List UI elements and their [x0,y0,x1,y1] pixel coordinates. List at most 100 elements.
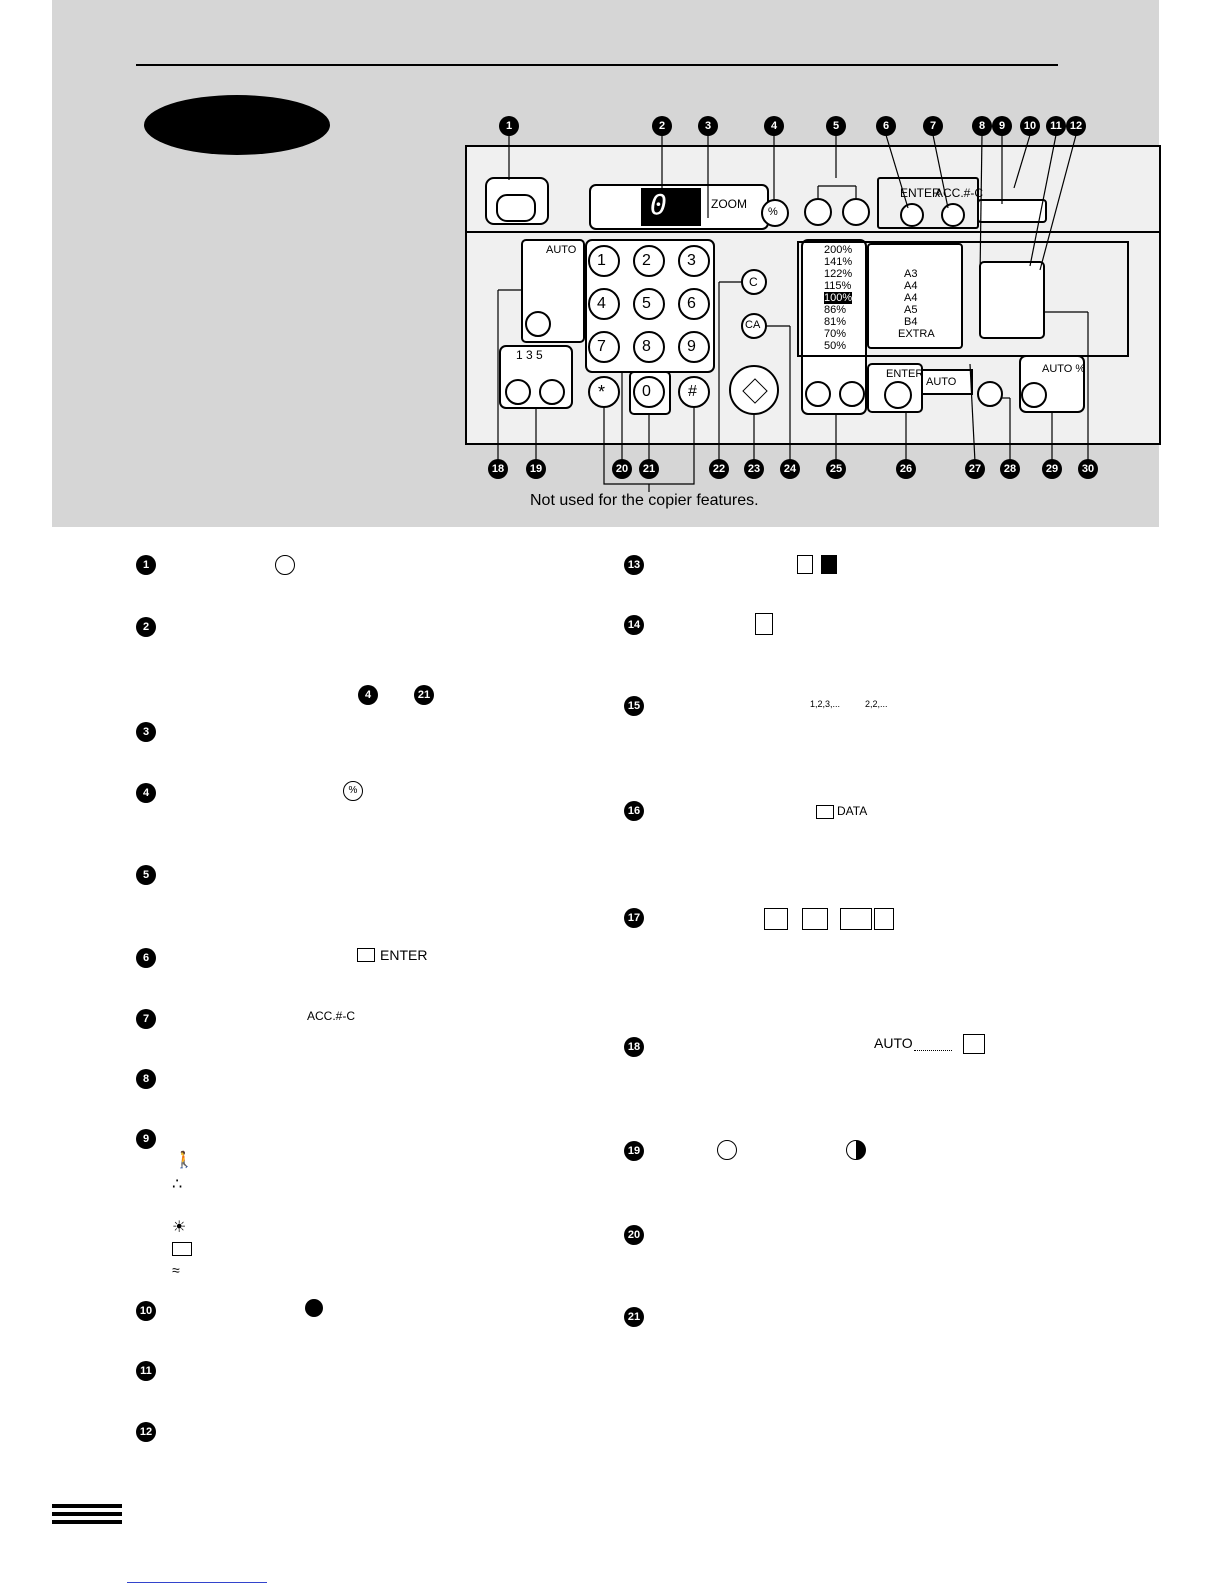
desc-marker-7: 7 [136,1009,156,1029]
exposure-scale: 1 3 5 [516,348,543,362]
desc-marker-12: 12 [136,1422,156,1442]
maintenance-icon: ☀ [172,1219,187,1236]
data-key-icon [816,805,834,819]
key-0[interactable]: 0 [642,383,651,400]
ratio-86: 86% [824,304,847,316]
marker-20: 20 [612,459,632,479]
not-used-note: Not used for the copier features. [530,492,759,509]
text-exposure-icon [914,1038,952,1051]
ratio-115: 115% [824,280,852,292]
marker-29: 29 [1042,459,1062,479]
paper-enter-label: ENTER [886,368,924,380]
ratio-50: 50% [824,340,847,352]
marker-7: 7 [923,116,943,136]
four-in-one-result-icon [874,908,894,930]
clear-all-key[interactable]: CA [745,319,761,331]
four-in-one-icon [840,908,872,930]
key-hash[interactable]: # [688,383,697,400]
desc-marker-17: 17 [624,908,644,928]
key-1[interactable]: 1 [597,252,606,269]
paper-a4-r: A4 [904,292,918,304]
marker-23: 23 [744,459,764,479]
clear-key[interactable]: C [749,275,758,289]
key-star[interactable]: * [598,382,606,402]
toner-icon: ∴ [172,1176,183,1193]
desc-auto-label: AUTO [874,1035,913,1051]
marker-12: 12 [1066,116,1086,136]
desc-marker-6: 6 [136,948,156,968]
marker-26: 26 [896,459,916,479]
marker-1: 1 [499,116,519,136]
desc-marker-21: 21 [624,1307,644,1327]
ratio-122: 122% [824,268,853,280]
desc-marker-16: 16 [624,801,644,821]
key-2[interactable]: 2 [642,252,651,269]
paper-a3: A3 [904,268,918,280]
ratio-81: 81% [824,316,847,328]
key-6[interactable]: 6 [687,295,696,312]
account-clear-key-label: ACC.#-C [935,186,984,200]
marker-4: 4 [764,116,784,136]
desc-marker-9: 9 [136,1129,156,1149]
marker-27: 27 [965,459,985,479]
key-8[interactable]: 8 [642,338,651,355]
marker-11: 11 [1046,116,1066,136]
marker-25: 25 [826,459,846,479]
desc-marker-14: 14 [624,615,644,635]
data-key-label: DATA [837,804,868,818]
key-7[interactable]: 7 [597,338,606,355]
marker-6: 6 [876,116,896,136]
two-in-one-icon [764,908,788,930]
paper-icon [357,948,375,962]
key-3[interactable]: 3 [687,252,696,269]
zoom-indicator-label: ZOOM [711,197,747,211]
misfeed-icon: 🚶 [174,1152,194,1169]
desc-marker-3: 3 [136,722,156,742]
marker-19: 19 [526,459,546,479]
marker-5: 5 [826,116,846,136]
marker-9: 9 [992,116,1012,136]
marker-28: 28 [1000,459,1020,479]
marker-3: 3 [698,116,718,136]
footer-underline [127,1582,267,1583]
key-4[interactable]: 4 [597,295,606,312]
section-oval-badge [144,95,330,155]
desc-marker-18: 18 [624,1037,644,1057]
darker-key-icon [846,1140,866,1160]
photo-exposure-icon [963,1034,985,1054]
developer-icon: ≈ [172,1262,180,1278]
ratio-display-key-icon: % [343,781,363,801]
power-save-icon [305,1299,323,1317]
operation-panel-drawing [465,134,1161,492]
desc-marker-19: 19 [624,1141,644,1161]
marker-18: 18 [488,459,508,479]
desc-ref-4: 4 [358,685,378,705]
ratio-key-label: % [768,206,778,218]
desc-marker-8: 8 [136,1069,156,1089]
desc-marker-4: 4 [136,783,156,803]
marker-24: 24 [780,459,800,479]
marker-22: 22 [709,459,729,479]
desc-marker-10: 10 [136,1301,156,1321]
ratio-70: 70% [824,328,847,340]
ratio-200: 200% [824,244,853,256]
key-5[interactable]: 5 [642,295,651,312]
marker-21: 21 [639,459,659,479]
paper-b4: B4 [904,316,918,328]
desc-ref-21: 21 [414,685,434,705]
sort-symbol: 1,2,3,... [810,699,841,709]
key-9[interactable]: 9 [687,338,696,355]
ratio-100: 100% [824,292,853,304]
paper-extra: EXTRA [898,328,935,340]
desc-acc-label: ACC.#-C [307,1009,356,1023]
paper-required-icon [172,1242,192,1256]
ratio-list: 200% 141% 122% 115% 100% 86% 81% 70% 50% [824,244,853,352]
marker-2: 2 [652,116,672,136]
margin-shift-icon-a [797,555,813,574]
header-rule [136,64,1058,66]
paper-size-list: A3 A4 A4 A5 B4 EXTRA [898,268,935,340]
desc-marker-13: 13 [624,555,644,575]
group-symbol: 2,2,... [865,699,888,709]
margin-shift-icon-b [821,555,837,574]
desc-marker-15: 15 [624,696,644,716]
